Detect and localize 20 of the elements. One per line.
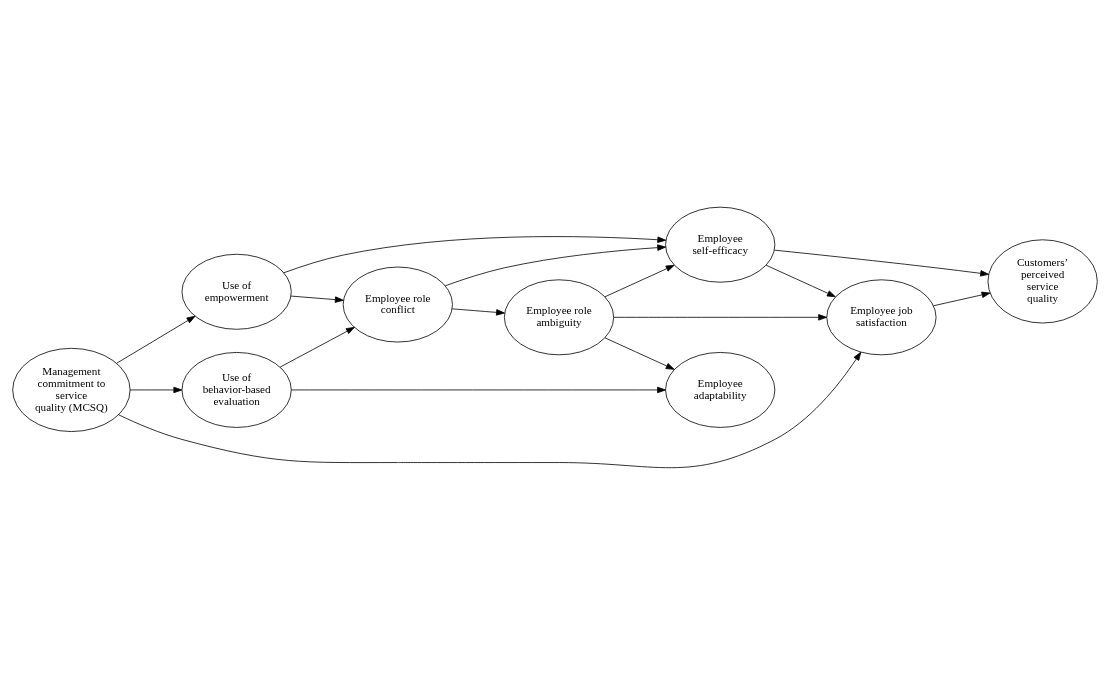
arrow [444,244,666,287]
node-ellipse: Customers’ perceived service quality [987,239,1098,324]
arrow [765,264,836,298]
arrow [774,249,989,277]
arrow [933,291,991,307]
arrow [118,351,862,469]
arrow [604,264,675,298]
arrow [279,326,355,368]
arrow [129,386,183,394]
arrow [613,314,827,321]
arrow [290,295,344,303]
node-ellipse: Use of empowerment [181,253,292,330]
arrow [283,236,667,274]
node-ellipse: Use of behavior-based evaluation [181,352,292,428]
node-ellipse: Employee role ambiguity [503,279,615,356]
arrow [116,315,196,364]
arrow [290,386,666,394]
arrow [451,308,505,316]
arrow [604,337,675,370]
node-ellipse: Management commitment to service quality (MCSQ) [12,347,131,432]
